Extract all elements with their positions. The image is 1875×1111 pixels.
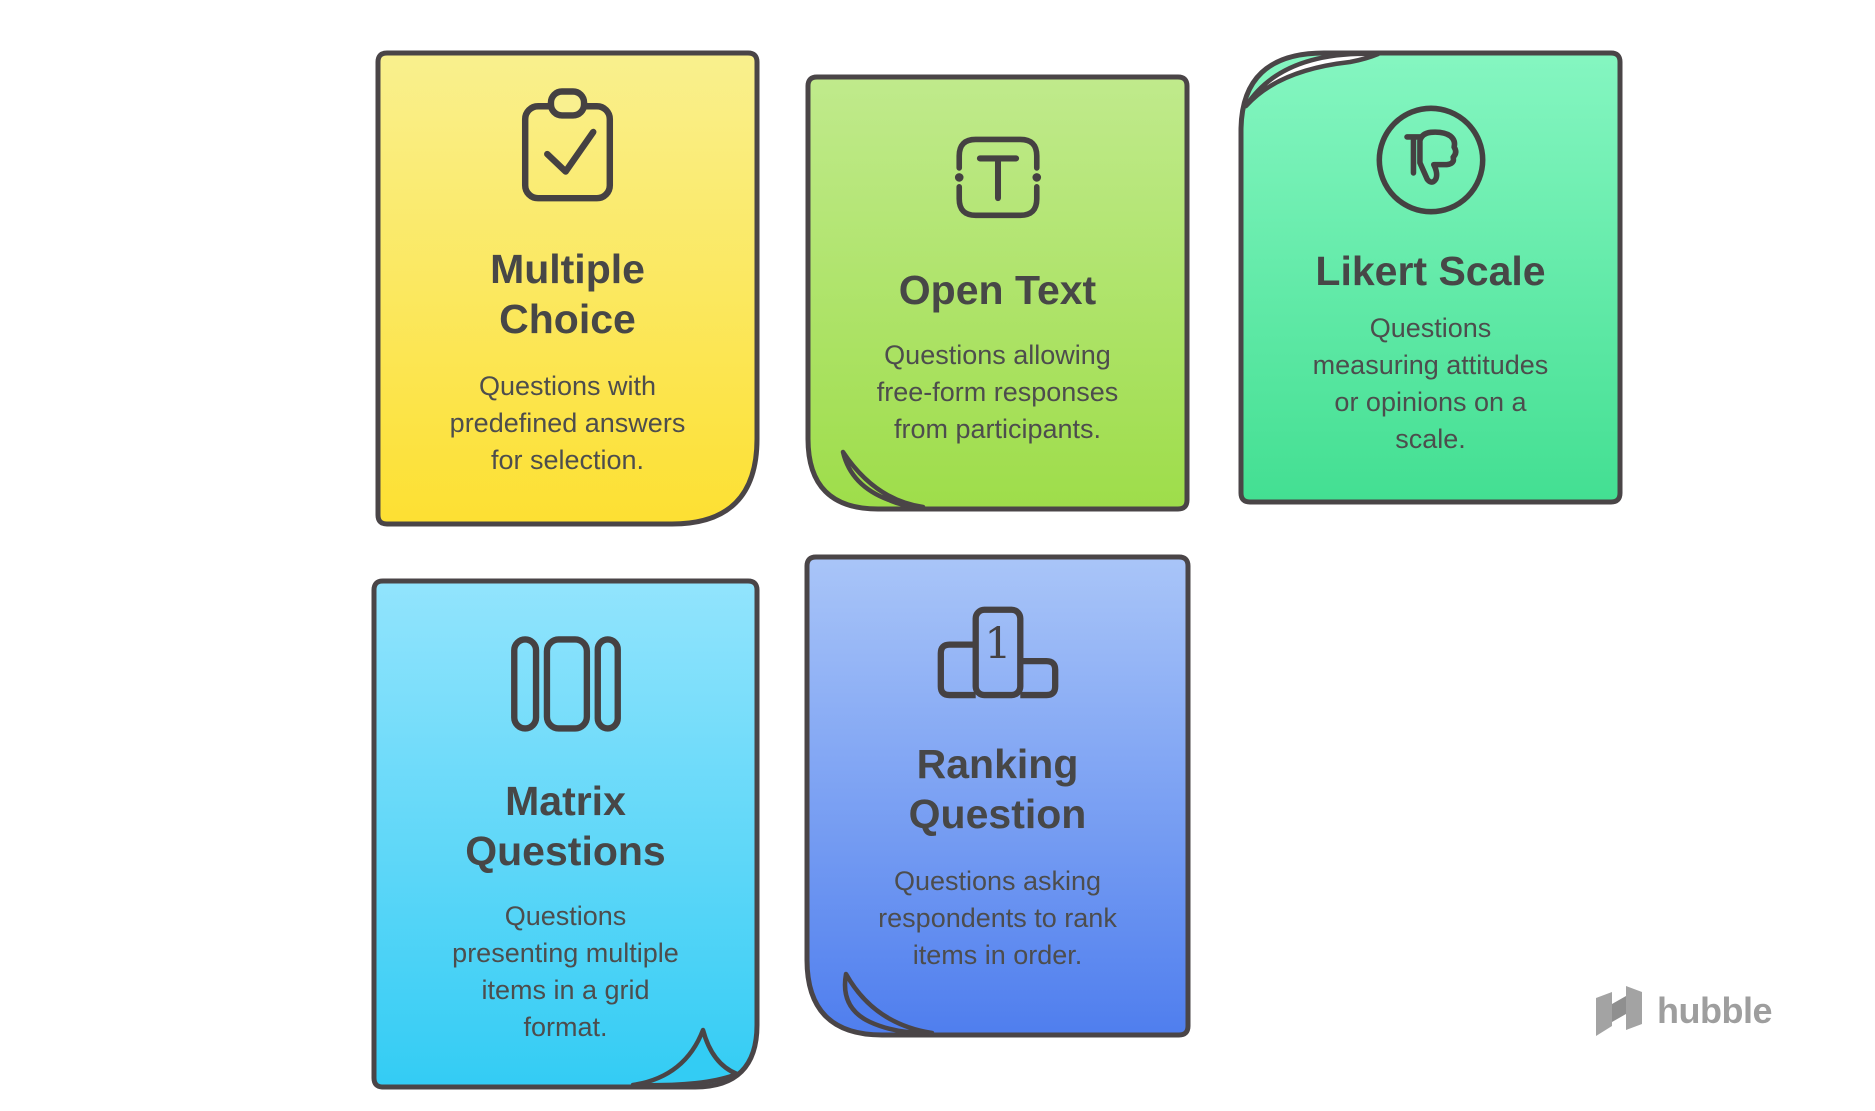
card-open-text: Open Text Questions allowing free-form r… xyxy=(805,74,1190,512)
card-description: Questions asking respondents to rank ite… xyxy=(878,865,1117,970)
card-title: Open Text xyxy=(898,266,1097,313)
thumbs-down-circle-icon xyxy=(1376,105,1485,215)
grid-columns-icon xyxy=(510,636,621,732)
card-description: Questions measuring attitudes or opinion… xyxy=(1312,313,1549,454)
podium-rank-number: 1 xyxy=(984,619,1011,669)
card-ranking-question: 1 Ranking Question Questions asking resp… xyxy=(804,554,1191,1038)
sticky-note-shape xyxy=(375,50,760,527)
page-curl-flap xyxy=(1243,51,1381,109)
card-multiple-choice: Multiple Choice Questions with predefine… xyxy=(375,50,760,527)
card-title: Multiple Choice xyxy=(490,245,645,342)
page-curl-flap xyxy=(842,971,935,1036)
hubble-logo-text: hubble xyxy=(1657,990,1772,1031)
card-title: Matrix Questions xyxy=(465,777,666,874)
text-input-box-icon xyxy=(954,136,1041,219)
page-curl-flap xyxy=(630,1027,740,1088)
card-likert-scale: Likert Scale Questions measuring attitud… xyxy=(1238,50,1623,505)
card-description: Questions presenting multiple items in a… xyxy=(452,900,679,1042)
sticky-note-shape xyxy=(805,74,1190,512)
podium-icon: 1 xyxy=(937,606,1058,699)
card-title: Likert Scale xyxy=(1315,248,1546,294)
hubble-logo: hubble xyxy=(1594,984,1772,1038)
page-curl-flap xyxy=(840,449,926,510)
card-description: Questions with predefined answers for se… xyxy=(449,370,686,475)
sticky-note-shape xyxy=(1238,50,1623,505)
clipboard-check-icon xyxy=(521,88,614,202)
sticky-note-shape xyxy=(804,554,1191,1038)
sticky-note-shape xyxy=(371,578,760,1090)
card-title: Ranking Question xyxy=(908,740,1087,837)
card-description: Questions allowing free-form responses f… xyxy=(876,339,1119,444)
card-matrix-questions: Matrix Questions Questions presenting mu… xyxy=(371,578,760,1090)
hubble-logo-mark-icon xyxy=(1596,986,1642,1036)
